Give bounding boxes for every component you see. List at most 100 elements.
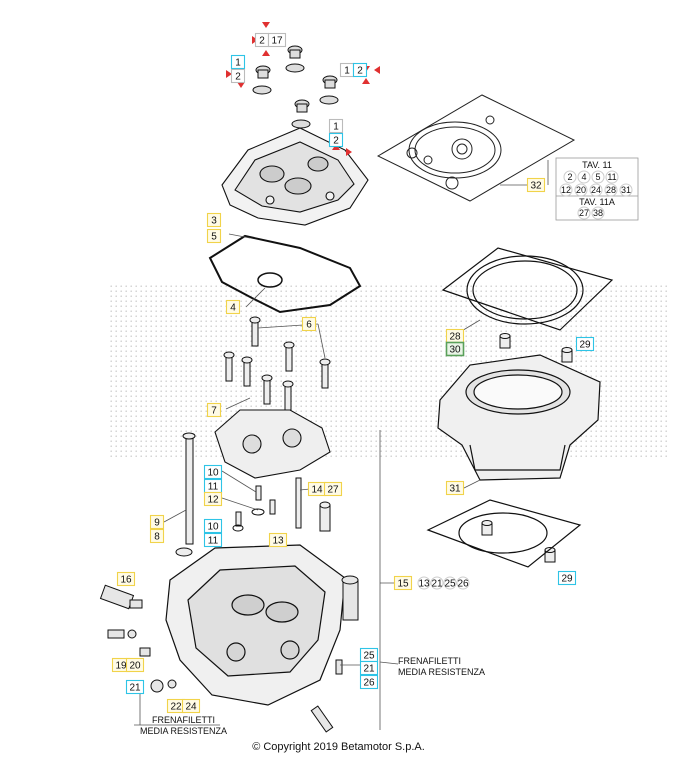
small-parts	[232, 477, 331, 532]
callout-number: 8	[154, 532, 160, 543]
callout-number: 28	[449, 332, 461, 343]
callout-number: 1	[235, 58, 241, 69]
callout-number: 29	[579, 340, 591, 351]
fittings	[107, 629, 177, 693]
kit-table-title-2: TAV. 11A	[579, 197, 615, 207]
kit-part: 11	[607, 172, 616, 182]
callout-1: 1	[339, 62, 355, 78]
callout-24: 24	[181, 698, 201, 714]
callout-2: 2	[352, 62, 368, 78]
callout-21: 21	[125, 679, 145, 695]
callout-number: 10	[207, 522, 219, 533]
callout-number: 11	[208, 536, 219, 547]
callout-number: 16	[120, 575, 132, 586]
kit-part-marker	[591, 206, 605, 220]
callout-22: 22	[166, 698, 186, 714]
group-15-part-marker	[443, 576, 457, 590]
callout-number: 1	[333, 122, 339, 133]
callout-number: 27	[327, 485, 339, 496]
kit-part-marker	[604, 183, 618, 197]
callout-3: 3	[206, 212, 222, 228]
kit-part-marker	[589, 183, 603, 197]
callout-number: 22	[170, 702, 182, 713]
callout-32: 32	[526, 177, 546, 193]
kit-part-marker	[619, 183, 633, 197]
callout-17: 17	[267, 32, 287, 48]
group-15-part-marker	[430, 576, 444, 590]
callout-number: 24	[185, 702, 197, 713]
callout-number: 13	[272, 536, 284, 547]
callout-1: 1	[328, 118, 344, 134]
long-stud	[175, 432, 196, 557]
kit-part: 38	[593, 208, 603, 218]
group-15-part: 21	[431, 579, 443, 590]
cylinder	[437, 354, 601, 481]
callout-10: 10	[203, 518, 223, 534]
callout-number: 30	[449, 345, 461, 356]
kit-part: 27	[579, 208, 589, 218]
callout-number: 2	[333, 136, 339, 147]
kit-part-marker	[563, 170, 577, 184]
callout-29: 29	[575, 336, 595, 352]
callout-29: 29	[557, 570, 577, 586]
callout-1: 1	[230, 54, 246, 70]
group-15-part-marker	[417, 576, 431, 590]
callout-15: 15	[393, 575, 413, 591]
valve-guide	[310, 575, 359, 733]
kit-part: 5	[595, 172, 600, 182]
cylinder-top-gasket	[441, 247, 614, 331]
callout-16: 16	[116, 571, 136, 587]
callout-number: 25	[363, 651, 375, 662]
kit-part: 24	[591, 185, 601, 195]
note-left-line1: FRENAFILETTI	[152, 715, 215, 725]
group-15-part: 26	[457, 579, 469, 590]
callout-number: 4	[230, 303, 236, 314]
kit-part-marker	[605, 170, 619, 184]
callout-number: 31	[449, 484, 461, 495]
callout-7: 7	[206, 402, 222, 418]
note-right-line1: FRENAFILETTI	[398, 656, 461, 666]
gasket-sheet	[376, 94, 576, 202]
callout-31: 31	[445, 480, 465, 496]
callout-number: 17	[271, 36, 283, 47]
cover-plugs	[252, 45, 339, 129]
callout-11: 11	[203, 532, 223, 548]
kit-part-marker	[577, 206, 591, 220]
callout-number: 10	[207, 468, 219, 479]
callout-13: 13	[268, 532, 288, 548]
kit-part: 31	[621, 185, 631, 195]
callout-30: 30	[445, 341, 465, 357]
callout-number: 29	[561, 574, 573, 585]
callout-12: 12	[203, 491, 223, 507]
callout-26: 26	[359, 674, 379, 690]
copyright-text: © Copyright 2019 Betamotor S.p.A.	[252, 741, 425, 753]
note-right-line2: MEDIA RESISTENZA	[398, 667, 485, 677]
callout-11: 11	[203, 478, 223, 494]
callout-5: 5	[206, 228, 222, 244]
callout-number: 12	[207, 495, 219, 506]
callout-4: 4	[225, 299, 241, 315]
callout-number: 2	[259, 36, 265, 47]
callout-number: 26	[363, 678, 375, 689]
callout-number: 2	[357, 66, 363, 77]
callout-number: 9	[154, 518, 160, 529]
note-left-line2: MEDIA RESISTENZA	[140, 726, 227, 736]
callout-number: 21	[363, 664, 375, 675]
group-15-part: 25	[444, 579, 456, 590]
callout-2: 2	[328, 132, 344, 148]
kit-part-marker	[577, 170, 591, 184]
callout-8: 8	[149, 528, 165, 544]
kit-part-marker	[591, 170, 605, 184]
callout-28: 28	[445, 328, 465, 344]
callout-number: 5	[211, 232, 217, 243]
kit-part: 4	[581, 172, 586, 182]
callout-number: 3	[211, 216, 217, 227]
kit-part: 20	[576, 185, 586, 195]
callout-number: 20	[129, 661, 141, 672]
kit-part-marker	[574, 183, 588, 197]
callout-number: 32	[530, 181, 542, 192]
thread-lock-note-right: FRENAFILETTI MEDIA RESISTENZA	[398, 656, 485, 677]
